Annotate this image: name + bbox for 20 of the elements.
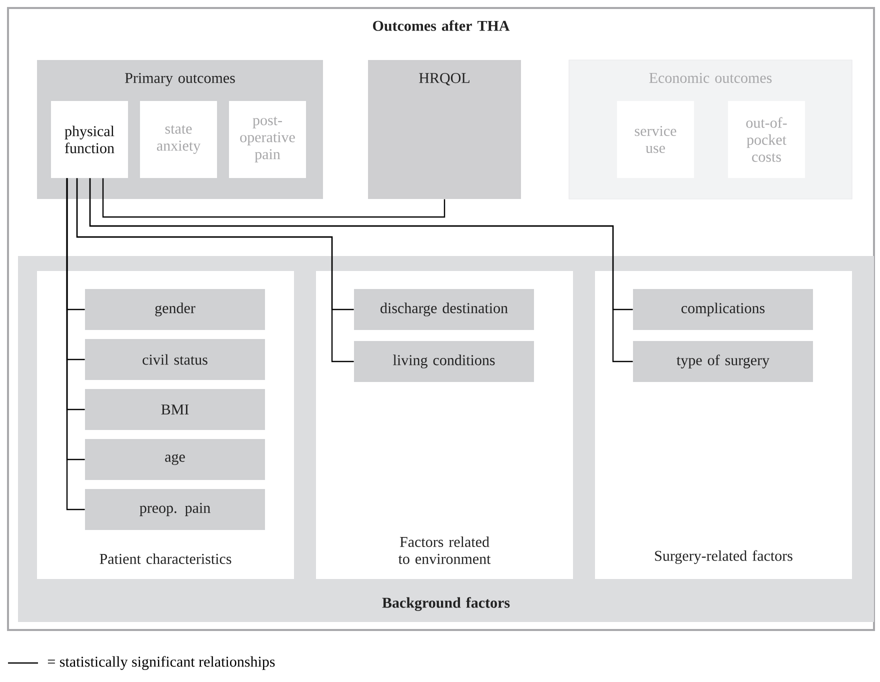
connector-line [89, 178, 633, 362]
factor-box: living conditions [354, 341, 534, 382]
outcome-box: HRQOL [368, 60, 521, 199]
outcome-box: post-operative pain [229, 101, 306, 178]
connector-line [102, 178, 446, 218]
factor-box: BMI [85, 389, 265, 430]
outcome-box: physical function [51, 101, 128, 178]
factor-box: age [85, 439, 265, 480]
legend-text: = statistically significant relationships [48, 656, 275, 670]
outcome-box: state anxiety [140, 101, 217, 178]
factor-box: complications [633, 289, 813, 330]
outcome-box: service use [617, 101, 694, 178]
connector-line [76, 178, 354, 362]
factor-box: civil status [85, 339, 265, 380]
factor-box: discharge destination [354, 289, 534, 330]
connector-line [66, 178, 85, 510]
factor-box: gender [85, 289, 265, 330]
outcome-box: out-of-pocket costs [728, 101, 805, 178]
factor-box: preop. pain [85, 489, 265, 530]
factor-box: type of surgery [633, 341, 813, 382]
